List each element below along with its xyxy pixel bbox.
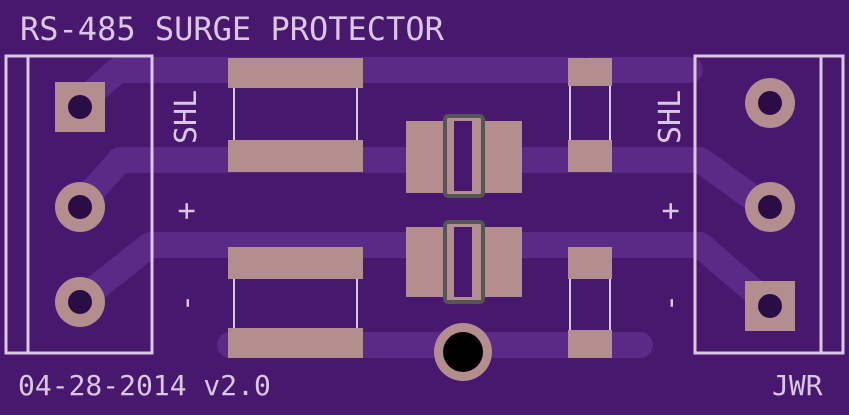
right-label-minus: -: [653, 294, 688, 312]
circle-hole-icon: [443, 332, 483, 372]
left-label-minus: -: [169, 294, 204, 312]
diode-bottom-smd-component-icon: [406, 220, 522, 304]
left-pad-1-hole-icon: [68, 95, 92, 119]
resistor-small-bottom-smd-component-icon: [568, 247, 612, 358]
board-initials: JWR: [772, 369, 823, 402]
left-label-plus: +: [169, 202, 204, 220]
right-pad-1-hole-icon: [758, 91, 782, 115]
left-pad-3-hole-icon: [68, 290, 92, 314]
right-pad-2-hole-icon: [758, 195, 782, 219]
trace-minus: [65, 232, 783, 318]
right-label-plus: +: [653, 202, 688, 220]
right-terminal-block: [693, 54, 845, 355]
left-terminal-block: [4, 54, 154, 355]
resistor-bottom-smd-component-icon: [228, 247, 363, 358]
board-title: RS-485 SURGE PROTECTOR: [20, 10, 445, 48]
left-label-shl: SHL: [169, 90, 204, 144]
resistor-top-smd-component-icon: [228, 58, 363, 172]
right-pad-3-hole-icon: [758, 294, 782, 318]
right-label-shl: SHL: [653, 90, 688, 144]
diode-top-smd-component-icon: [406, 114, 522, 198]
board-date-version: 04-28-2014 v2.0: [18, 369, 271, 402]
left-pad-2-hole-icon: [68, 195, 92, 219]
resistor-small-top-smd-component-icon: [568, 58, 612, 172]
